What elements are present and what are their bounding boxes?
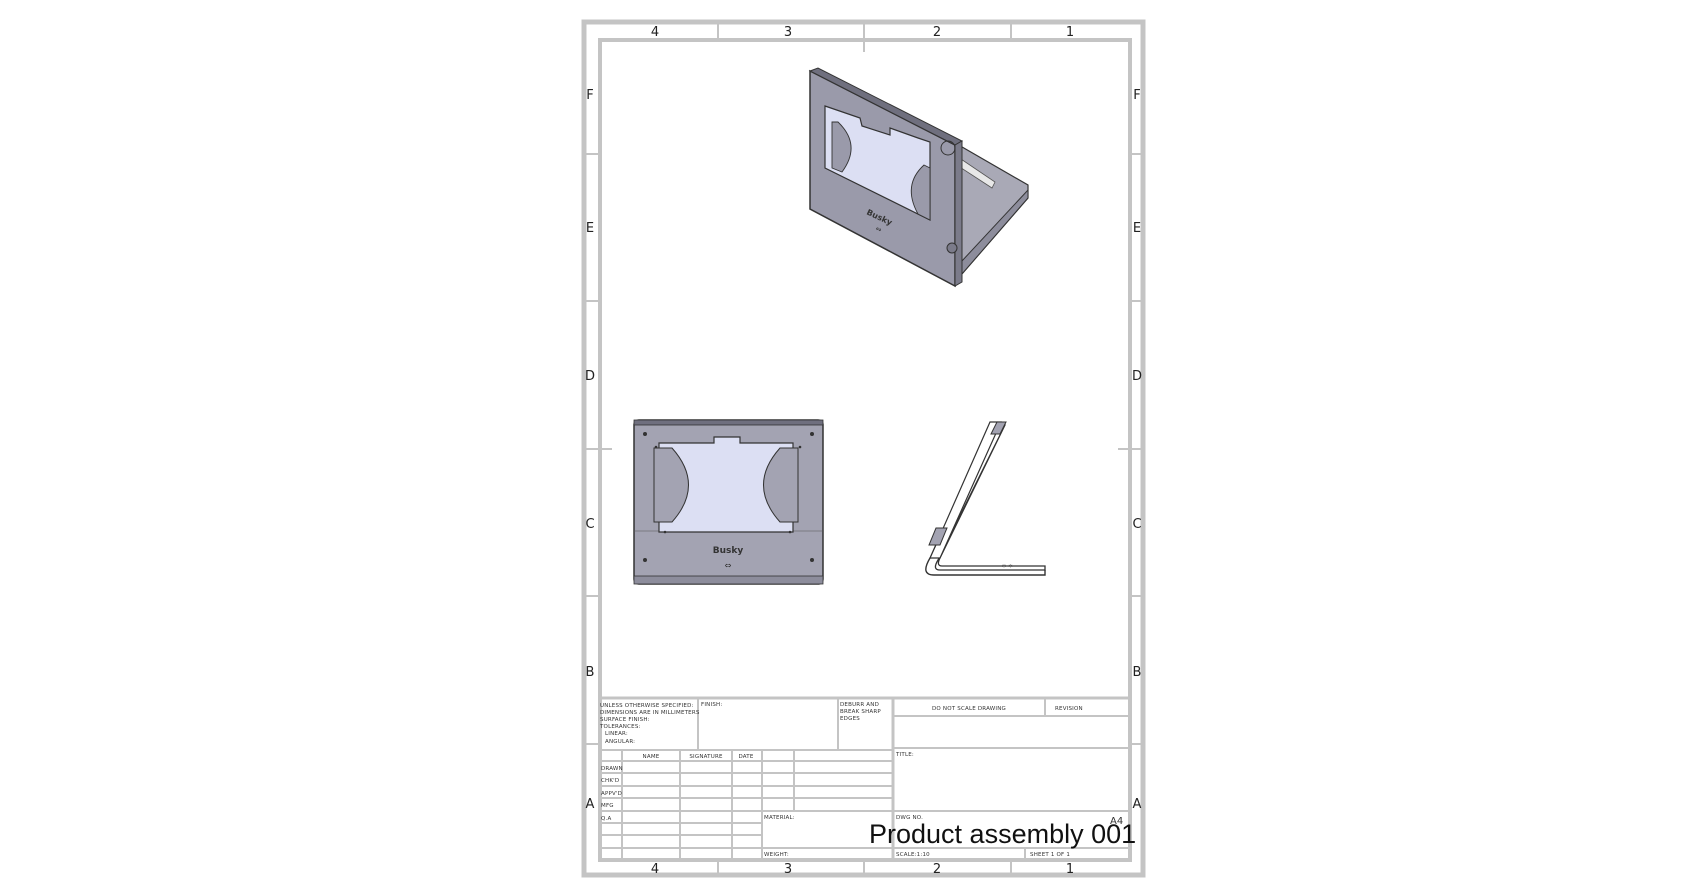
deburr-note: BREAK SHARP xyxy=(840,709,881,715)
row-label-checked: CHK'D xyxy=(601,778,619,784)
zone-number: 1 xyxy=(1066,862,1074,877)
title-block-text: UNLESS OTHERWISE SPECIFIED: DIMENSIONS A… xyxy=(599,702,1136,858)
side-view: * * xyxy=(925,421,1046,576)
tolerance-note: SURFACE FINISH: xyxy=(600,717,650,723)
deburr-note: DEBURR AND xyxy=(840,702,879,708)
zone-letter: F xyxy=(1133,88,1140,103)
zone-letter: D xyxy=(1132,369,1142,384)
svg-text:⇔: ⇔ xyxy=(725,561,732,570)
front-logo-text: Busky xyxy=(713,546,744,556)
zone-letter: E xyxy=(1133,221,1141,236)
zone-letter: C xyxy=(585,517,594,532)
zone-letter: B xyxy=(1133,665,1142,680)
row-label-mfg: MFG xyxy=(601,803,614,809)
drawing-title: Product assembly 001 xyxy=(869,819,1136,849)
zone-letter: A xyxy=(586,797,595,812)
sheet-size-label: A4 xyxy=(1110,816,1123,827)
zone-labels-bottom: 4 3 2 1 xyxy=(651,862,1074,877)
row-label-approved: APPV'D xyxy=(601,791,622,797)
zone-labels-right: F E D C B A xyxy=(1132,88,1142,812)
deburr-note: EDGES xyxy=(840,716,860,722)
zone-letter: D xyxy=(585,369,595,384)
tolerance-note: UNLESS OTHERWISE SPECIFIED: xyxy=(600,703,694,709)
front-view: Busky ⇔ xyxy=(633,419,824,585)
sheet-label: SHEET 1 OF 1 xyxy=(1030,852,1070,858)
zone-labels-top: 4 3 2 1 xyxy=(651,25,1074,40)
tolerance-note: DIMENSIONS ARE IN MILLIMETERS xyxy=(600,710,700,716)
do-not-scale-label: DO NOT SCALE DRAWING xyxy=(932,706,1006,712)
title-label: TITLE: xyxy=(895,752,914,758)
zone-number: 2 xyxy=(933,25,941,40)
zone-number: 2 xyxy=(933,862,941,877)
zone-letter: A xyxy=(1133,797,1142,812)
scale-label: SCALE:1:10 xyxy=(896,852,930,858)
svg-text:⇔: ⇔ xyxy=(874,225,883,235)
tolerance-note: ANGULAR: xyxy=(605,739,635,745)
zone-number: 4 xyxy=(651,862,659,877)
zone-labels-left: F E D C B A xyxy=(585,88,595,812)
col-header-name: NAME xyxy=(643,754,660,760)
tolerance-note: LINEAR: xyxy=(605,731,628,737)
row-label-qa: Q.A xyxy=(601,816,611,822)
zone-number: 1 xyxy=(1066,25,1074,40)
svg-text:* *: * * xyxy=(1002,563,1013,572)
revision-label: REVISION xyxy=(1055,706,1083,712)
zone-letter: B xyxy=(586,665,595,680)
dwg-no-label: DWG NO. xyxy=(896,815,923,821)
material-label: MATERIAL: xyxy=(764,815,795,821)
zone-number: 3 xyxy=(784,862,792,877)
zone-letter: E xyxy=(586,221,594,236)
col-header-signature: SIGNATURE xyxy=(689,754,723,760)
zone-letter: F xyxy=(586,88,593,103)
col-header-date: DATE xyxy=(738,754,753,760)
zone-number: 4 xyxy=(651,25,659,40)
zone-number: 3 xyxy=(784,25,792,40)
zone-letter: C xyxy=(1132,517,1141,532)
finish-label: FINISH: xyxy=(701,702,722,708)
row-label-drawn: DRAWN xyxy=(601,766,623,772)
isometric-view: Busky ⇔ xyxy=(808,67,1029,288)
tolerance-note: TOLERANCES: xyxy=(599,724,641,730)
title-block xyxy=(598,696,1132,862)
weight-label: WEIGHT: xyxy=(764,852,789,858)
